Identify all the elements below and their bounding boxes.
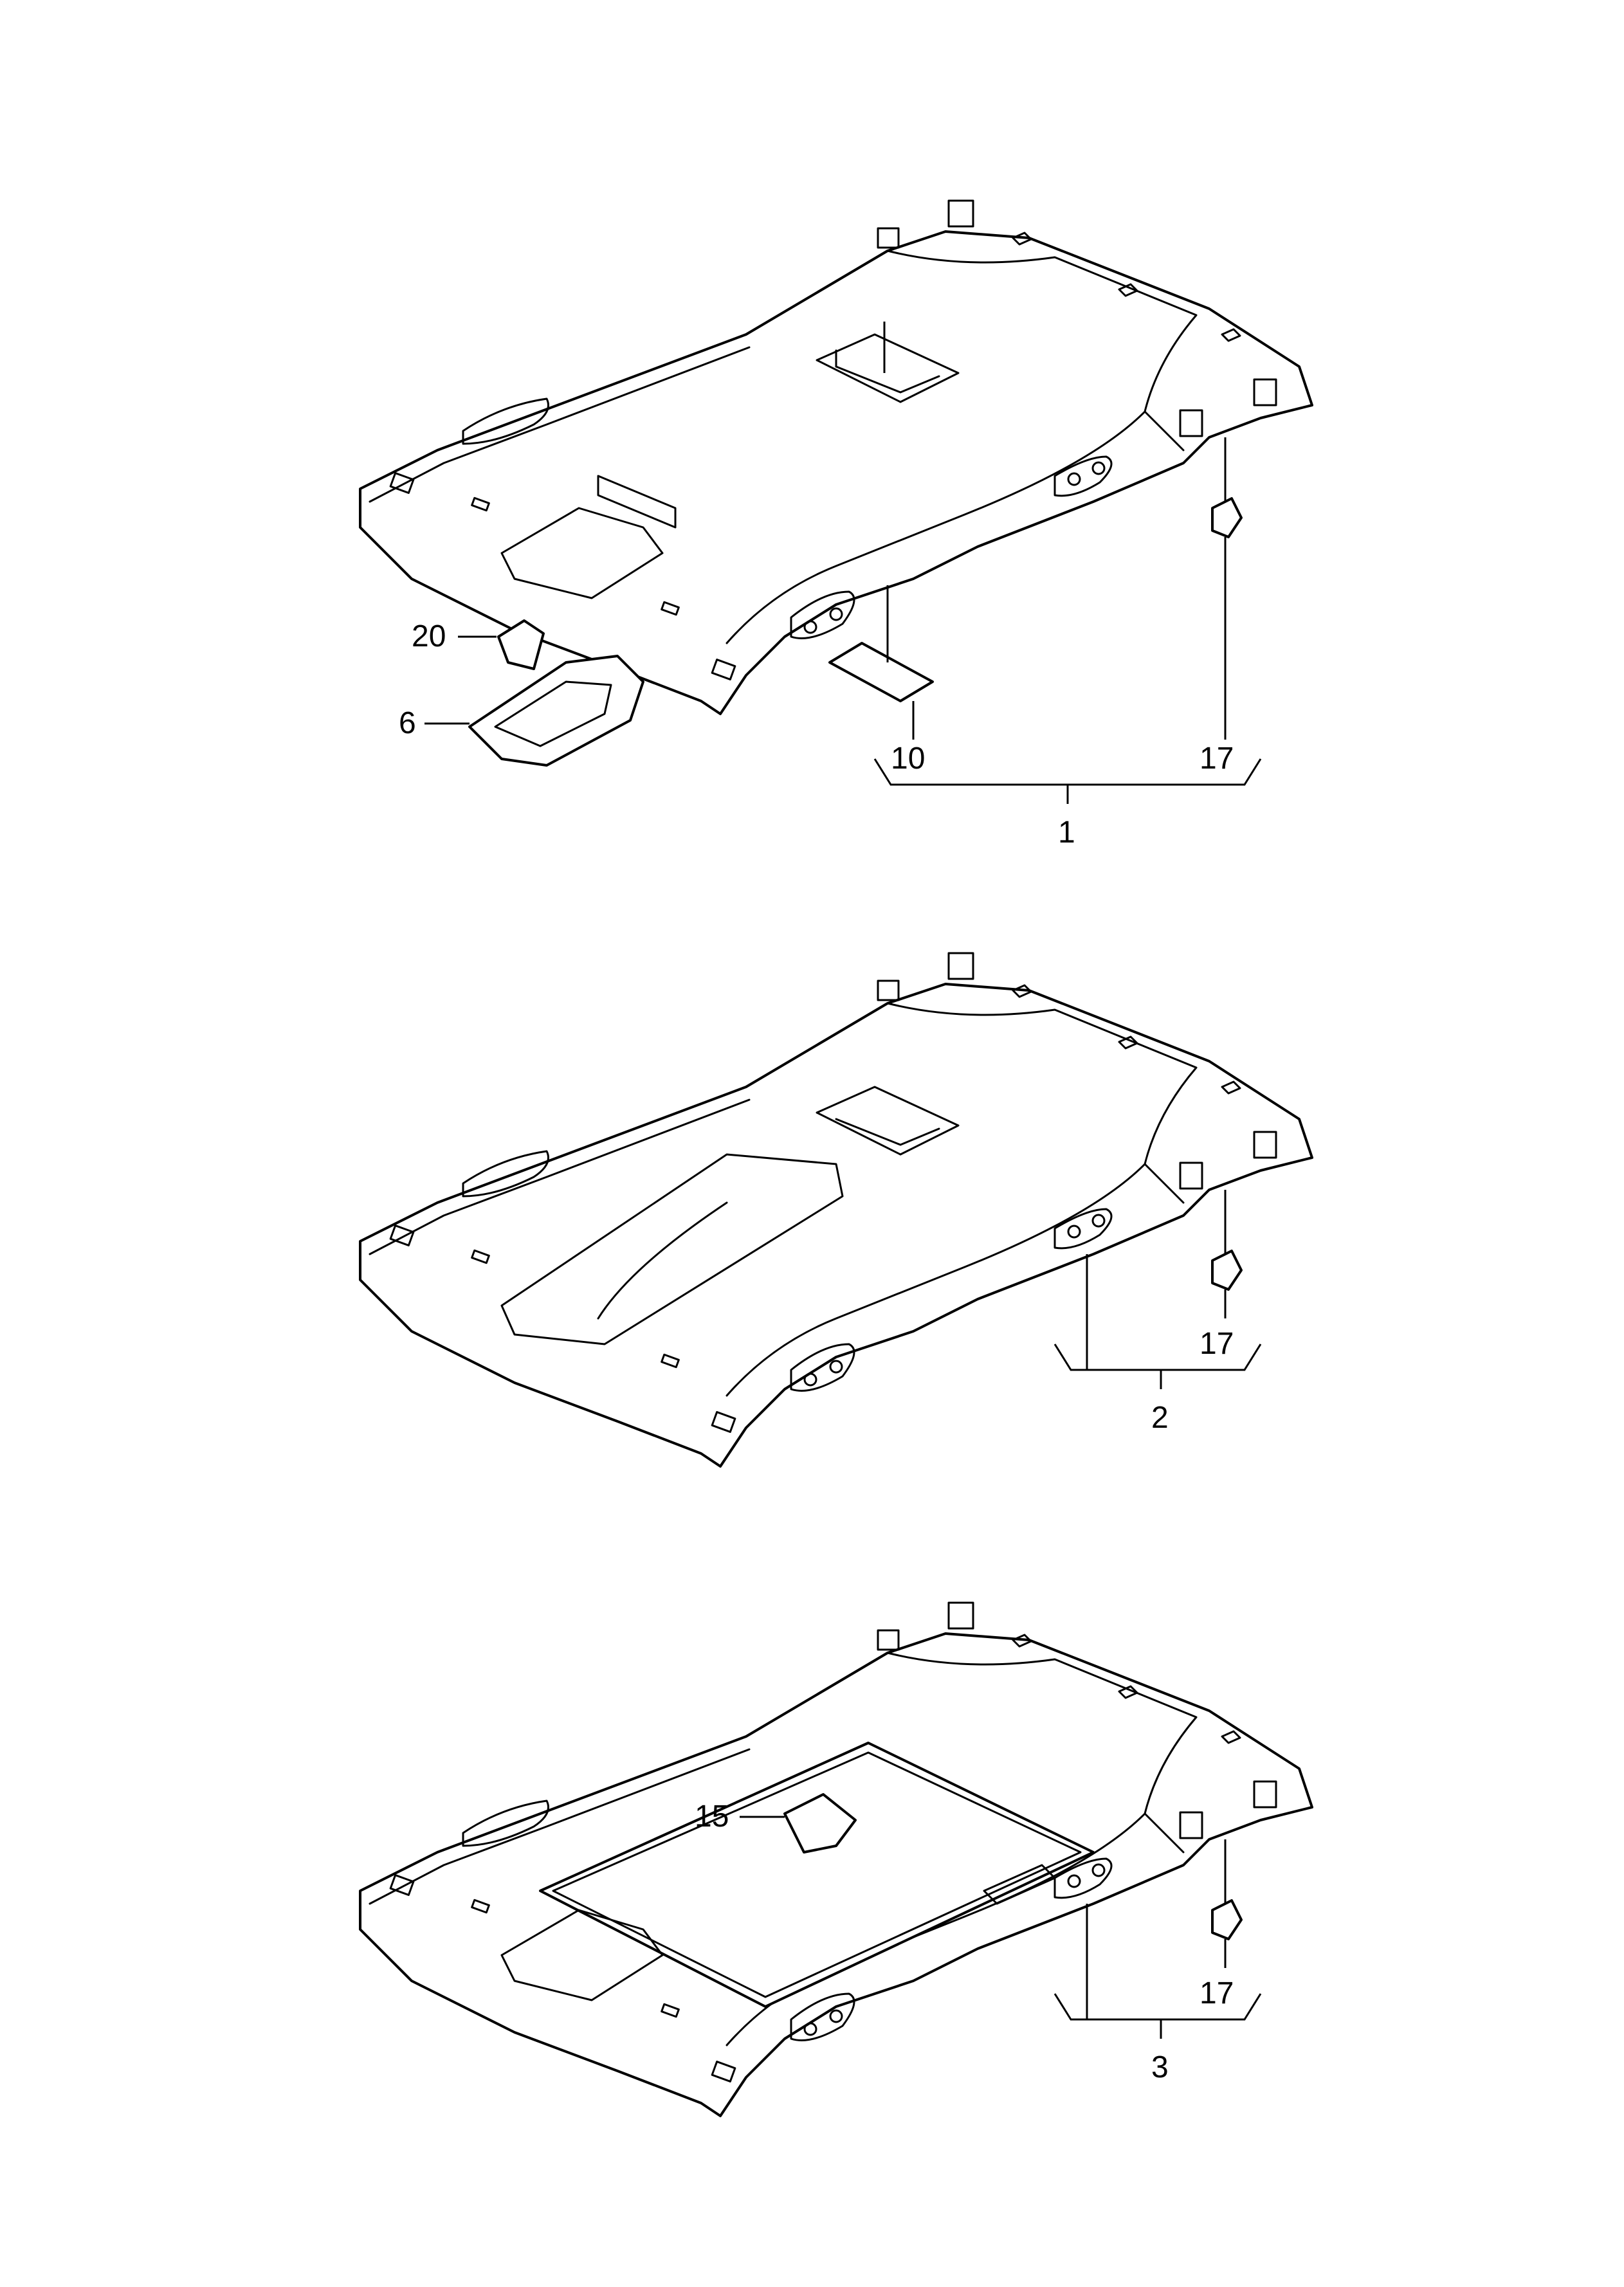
callout-assembly: 2 — [1151, 1401, 1169, 1435]
console-recess — [500, 507, 664, 599]
bracket-part-20 — [497, 619, 545, 670]
callout-clip: 17 — [1200, 742, 1234, 776]
callout-assembly: 3 — [1151, 2050, 1169, 2084]
headliner-view-2: 17 2 — [359, 952, 1313, 1468]
callout-bracket: 20 — [412, 619, 446, 653]
bracket-part-15 — [783, 1793, 857, 1854]
console-part — [468, 655, 644, 767]
clip-part — [1211, 1250, 1243, 1291]
headliner-view-1: 10 17 1 6 20 — [359, 199, 1313, 850]
callout-console: 6 — [399, 706, 416, 740]
callout-clip: 17 — [1200, 1976, 1234, 2010]
center-recess — [500, 1153, 844, 1345]
sunroof-opening — [539, 1742, 1095, 2008]
callout-bracket: 15 — [695, 1800, 729, 1834]
headliner-view-3: 15 17 3 — [359, 1601, 1313, 2117]
callout-clip: 17 — [1200, 1327, 1234, 1361]
rear-module — [816, 333, 960, 403]
headliner-outline — [359, 952, 1313, 1468]
clip-part — [1211, 497, 1243, 538]
cover-part — [828, 642, 934, 702]
clip-part — [1211, 1899, 1243, 1940]
rear-module — [816, 1086, 960, 1156]
callout-cover: 10 — [891, 742, 925, 776]
callout-assembly: 1 — [1058, 815, 1075, 850]
